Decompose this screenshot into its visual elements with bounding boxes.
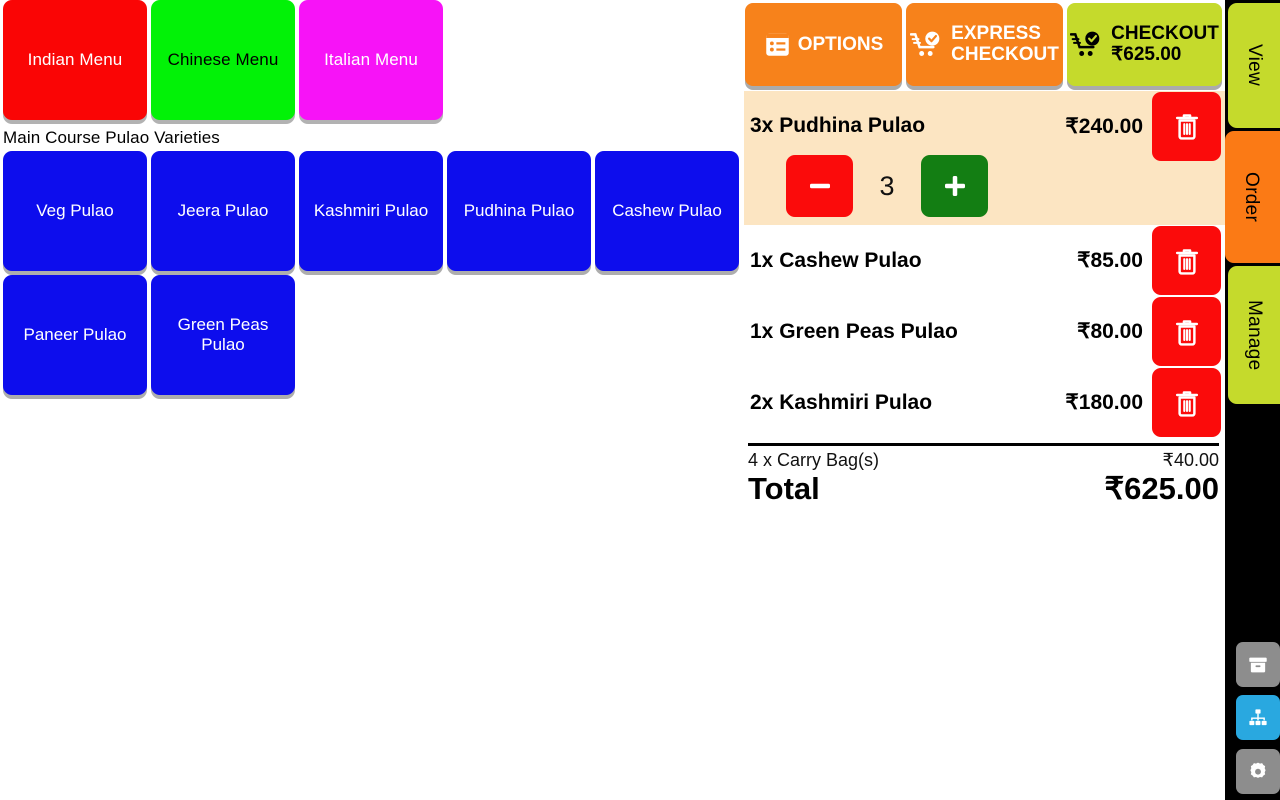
right-sidebar: View Order Manage — [1225, 0, 1280, 800]
total-label: Total — [748, 471, 820, 506]
options-label: OPTIONS — [797, 33, 884, 55]
sidebar-tab-label: Manage — [1244, 299, 1265, 371]
product-label: Pudhina Pulao — [463, 200, 575, 220]
delete-item-button[interactable] — [1152, 368, 1221, 437]
trash-icon — [1175, 319, 1198, 346]
product-label: Cashew Pulao — [612, 200, 722, 220]
delete-item-button[interactable] — [1152, 297, 1221, 366]
category-label: Indian Menu — [27, 50, 123, 70]
delete-item-button[interactable] — [1152, 226, 1221, 295]
category-button-indian-menu[interactable]: Indian Menu — [3, 0, 147, 120]
product-pane: Indian Menu Chinese Menu Italian Menu Ma… — [0, 0, 739, 399]
express-checkout-button[interactable]: EXPRESS CHECKOUT — [906, 3, 1063, 86]
checkout-button[interactable]: CHECKOUT ₹625.00 — [1067, 3, 1222, 86]
options-button[interactable]: OPTIONS — [745, 3, 902, 86]
settings-button[interactable] — [1236, 749, 1280, 794]
product-button-veg-pulao[interactable]: Veg Pulao — [3, 151, 147, 271]
quantity-value: 3 — [879, 170, 895, 201]
cart-row-selected[interactable]: 3x Pudhina Pulao ₹240.00 — [744, 91, 1225, 225]
product-label: Paneer Pulao — [23, 324, 127, 344]
carry-bag-amount: ₹40.00 — [1162, 450, 1220, 470]
checkout-label: CHECKOUT ₹625.00 — [1111, 24, 1219, 64]
cart-pane: OPTIONS EXPRESS CHECKOUT — [744, 0, 1225, 800]
sidebar-tab-view[interactable]: View — [1228, 3, 1280, 128]
cart-item-price: ₹180.00 — [1065, 391, 1143, 414]
category-button-italian-menu[interactable]: Italian Menu — [299, 0, 443, 120]
cart-item-name: 2x Kashmiri Pulao — [750, 390, 933, 414]
sidebar-tab-label: View — [1244, 44, 1265, 87]
delete-item-button[interactable] — [1152, 91, 1221, 161]
product-button-cashew-pulao[interactable]: Cashew Pulao — [595, 151, 739, 271]
express-line-1: EXPRESS — [951, 23, 1041, 45]
gear-icon — [1250, 762, 1266, 778]
product-label: Green Peas Pulao — [177, 314, 269, 354]
quantity-decrement-button[interactable] — [786, 155, 853, 217]
cart-row-main: 3x Pudhina Pulao ₹240.00 — [750, 91, 1221, 161]
category-label: Chinese Menu — [167, 50, 279, 70]
archive-icon — [1249, 657, 1267, 672]
list-options-icon — [765, 33, 789, 56]
cart-check-icon — [910, 31, 940, 56]
cart-item-price: ₹85.00 — [1077, 249, 1143, 272]
plus-icon — [944, 176, 965, 196]
trash-icon — [1175, 390, 1198, 417]
minus-icon — [809, 183, 830, 189]
sitemap-icon — [1249, 708, 1267, 725]
section-heading: Main Course Pulao Varieties — [3, 128, 220, 147]
sidebar-tab-order[interactable]: Order — [1225, 131, 1280, 263]
product-row: Veg Pulao Jeera Pulao Kashmiri Pulao Pud… — [3, 151, 739, 271]
sitemap-button[interactable] — [1236, 695, 1280, 740]
trash-icon — [1175, 114, 1198, 140]
cart-item-name: 3x Pudhina Pulao — [750, 114, 926, 137]
product-label: Jeera Pulao — [177, 200, 269, 220]
product-button-paneer-pulao[interactable]: Paneer Pulao — [3, 275, 147, 395]
cart-row[interactable]: 2x Kashmiri Pulao ₹180.00 — [744, 367, 1225, 438]
category-label: Italian Menu — [324, 50, 418, 70]
cart-totals: 4 x Carry Bag(s) ₹40.00 Total ₹625.00 — [748, 443, 1219, 507]
category-button-chinese-menu[interactable]: Chinese Menu — [151, 0, 295, 120]
product-label: Veg Pulao — [36, 200, 114, 220]
sidebar-tab-label: Order — [1241, 171, 1262, 223]
cart-row-main: 1x Green Peas Pulao ₹80.00 — [750, 297, 1221, 367]
cart-row[interactable]: 1x Cashew Pulao ₹85.00 — [744, 225, 1225, 296]
quantity-increment-button[interactable] — [921, 155, 988, 217]
cart-check-icon — [1070, 31, 1100, 56]
product-button-jeera-pulao[interactable]: Jeera Pulao — [151, 151, 295, 271]
cart-row-main: 1x Cashew Pulao ₹85.00 — [750, 226, 1221, 296]
archive-button[interactable] — [1236, 642, 1280, 687]
express-line-2: CHECKOUT — [951, 43, 1059, 65]
express-checkout-label: EXPRESS CHECKOUT — [951, 24, 1059, 64]
carry-bag-line: 4 x Carry Bag(s) ₹40.00 — [748, 450, 1219, 471]
category-button-row: Indian Menu Chinese Menu Italian Menu — [0, 0, 443, 120]
cart-item-list: 3x Pudhina Pulao ₹240.00 — [744, 91, 1225, 438]
cart-item-price: ₹80.00 — [1077, 320, 1143, 343]
total-line: Total ₹625.00 — [748, 471, 1219, 507]
quantity-stepper: 3 — [750, 155, 1221, 217]
product-row: Paneer Pulao Green Peas Pulao — [3, 275, 739, 395]
carry-bag-label: 4 x Carry Bag(s) — [748, 450, 880, 470]
sidebar-tab-manage[interactable]: Manage — [1228, 266, 1280, 404]
cart-action-row: OPTIONS EXPRESS CHECKOUT — [744, 0, 1225, 86]
product-grid: Veg Pulao Jeera Pulao Kashmiri Pulao Pud… — [3, 151, 739, 399]
checkout-line-2: ₹625.00 — [1111, 43, 1182, 65]
cart-item-name: 1x Cashew Pulao — [750, 248, 922, 272]
cart-row-main: 2x Kashmiri Pulao ₹180.00 — [750, 368, 1221, 438]
trash-icon — [1175, 248, 1198, 275]
cart-item-name: 1x Green Peas Pulao — [750, 319, 958, 343]
total-amount: ₹625.00 — [1104, 471, 1219, 506]
product-button-pudhina-pulao[interactable]: Pudhina Pulao — [447, 151, 591, 271]
cart-row[interactable]: 1x Green Peas Pulao ₹80.00 — [744, 296, 1225, 367]
product-label: Kashmiri Pulao — [313, 200, 429, 220]
product-button-green-peas-pulao[interactable]: Green Peas Pulao — [151, 275, 295, 395]
cart-item-price: ₹240.00 — [1065, 114, 1143, 138]
product-button-kashmiri-pulao[interactable]: Kashmiri Pulao — [299, 151, 443, 271]
checkout-line-1: CHECKOUT — [1111, 23, 1219, 45]
